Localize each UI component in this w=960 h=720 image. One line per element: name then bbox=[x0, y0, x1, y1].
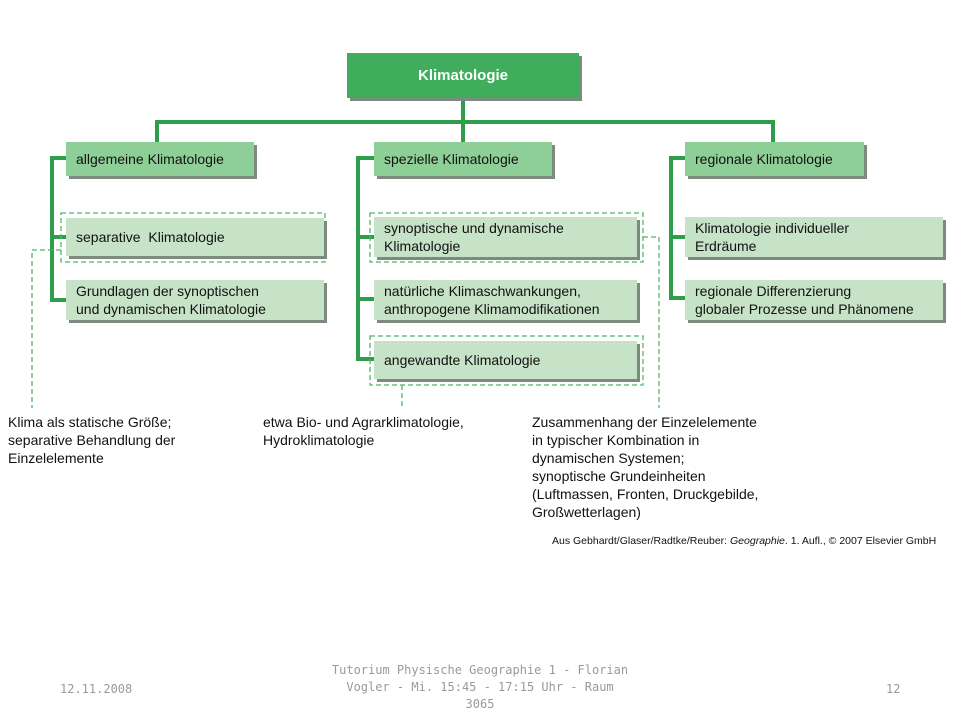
branch-header-label: regionale Klimatologie bbox=[695, 151, 833, 167]
credit-prefix: Aus Gebhardt/Glaser/Radtke/Reuber: bbox=[552, 535, 731, 547]
source-credit: Aus Gebhardt/Glaser/Radtke/Reuber: Geogr… bbox=[552, 535, 936, 547]
credit-suffix: . 1. Aufl., © 2007 Elsevier GmbH bbox=[784, 535, 937, 547]
item-klimaschwankungen: natürliche Klimaschwankungen, anthropoge… bbox=[374, 280, 637, 320]
item-label: Klimatologie individueller Erdräume bbox=[695, 220, 850, 254]
footer-page-number: 12 bbox=[886, 682, 901, 696]
item-label: Grundlagen der synoptischen und dynamisc… bbox=[76, 283, 266, 317]
branch-header-spezielle: spezielle Klimatologie bbox=[374, 142, 552, 176]
note-bio-agrarklimatologie: etwa Bio- und Agrarklimatologie, Hydrokl… bbox=[263, 414, 464, 448]
branch-header-label: allgemeine Klimatologie bbox=[76, 151, 224, 167]
item-label: regionale Differenzierung globaler Proze… bbox=[695, 283, 914, 317]
footer-title: Tutorium Physische Geographie 1 - Floria… bbox=[331, 663, 629, 711]
footer-date: 12.11.2008 bbox=[60, 682, 133, 696]
note-statische-groesse: Klima als statische Größe; separative Be… bbox=[8, 414, 176, 466]
branch-header-allgemeine: allgemeine Klimatologie bbox=[66, 142, 254, 176]
item-synoptische-dynamische: synoptische und dynamische Klimatologie bbox=[374, 217, 637, 257]
item-regionale-differenzierung: regionale Differenzierung globaler Proze… bbox=[685, 280, 943, 320]
root-node: Klimatologie bbox=[347, 53, 579, 98]
item-label: natürliche Klimaschwankungen, anthropoge… bbox=[384, 283, 600, 317]
branch-header-regionale: regionale Klimatologie bbox=[685, 142, 864, 176]
note-zusammenhang: Zusammenhang der Einzelelemente in typis… bbox=[532, 414, 759, 520]
item-angewandte-klimatologie: angewandte Klimatologie bbox=[374, 341, 637, 379]
item-label: separative Klimatologie bbox=[76, 229, 225, 245]
item-separative-klimatologie: separative Klimatologie bbox=[66, 218, 324, 256]
credit-book: Geographie bbox=[730, 535, 785, 547]
item-individuelle-erdraeume: Klimatologie individueller Erdräume bbox=[685, 217, 943, 257]
item-label: synoptische und dynamische Klimatologie bbox=[384, 220, 564, 254]
item-grundlagen-synoptisch: Grundlagen der synoptischen und dynamisc… bbox=[66, 280, 324, 320]
item-label: angewandte Klimatologie bbox=[384, 352, 541, 368]
root-label: Klimatologie bbox=[417, 66, 508, 84]
branch-header-label: spezielle Klimatologie bbox=[384, 151, 519, 167]
